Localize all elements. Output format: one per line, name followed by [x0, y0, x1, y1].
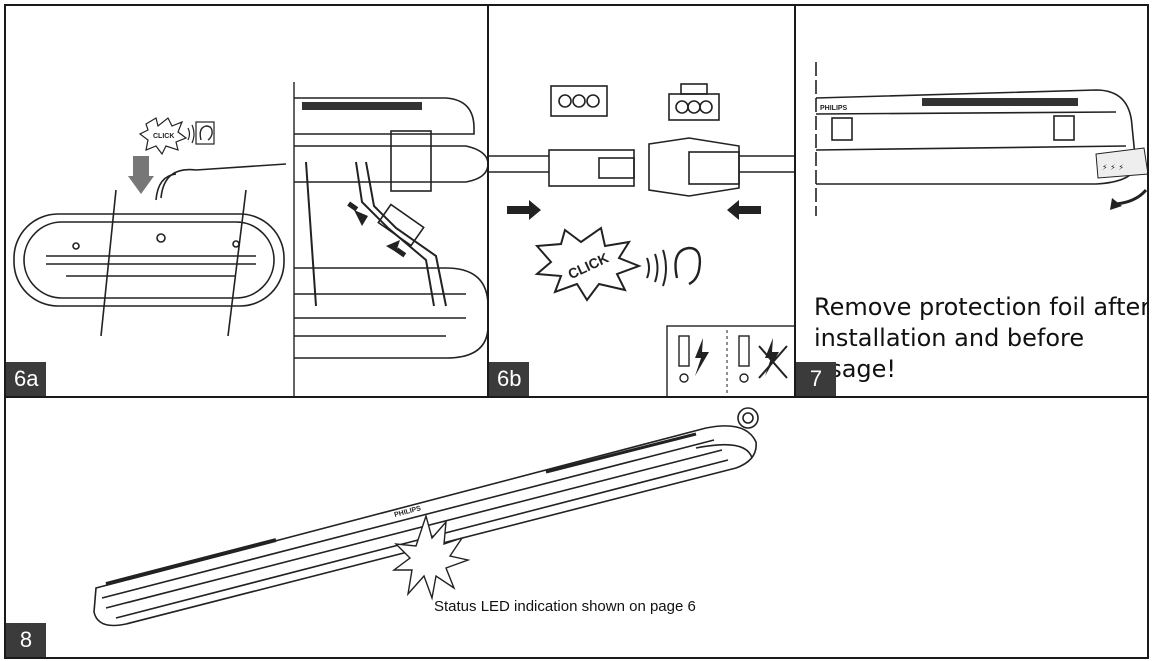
connector-plug-illustration: CLICK: [13, 82, 487, 396]
connector-warning-inset: [666, 325, 794, 396]
protection-foil: ⚡ ⚡ ⚡: [1095, 147, 1147, 179]
step-badge-8: 8: [6, 623, 46, 657]
connector-mating-illustration: CLICK: [489, 83, 794, 396]
down-arrow-icon: [128, 156, 154, 194]
female-connector-face-icon: [550, 85, 608, 117]
click-burst-icon: CLICK: [534, 226, 702, 302]
panel-7: PHILIPS ⚡ ⚡ ⚡ Remove protection foil aft…: [794, 4, 1149, 398]
panel-8: PHILIPS Status LED indication shown on p…: [4, 396, 1149, 659]
panel-6b: CLICK 6b: [487, 4, 796, 398]
foil-removal-illustration: PHILIPS ⚡ ⚡ ⚡: [815, 62, 1147, 216]
status-led-caption: Status LED indication shown on page 6: [434, 598, 696, 615]
step-badge-7: 7: [796, 362, 836, 396]
led-burst-icon: [391, 513, 471, 601]
foil-instruction-text: Remove protection foil after installatio…: [814, 293, 1149, 383]
luminaire-status-led-illustration: PHILIPS: [93, 407, 759, 627]
svg-text:PHILIPS: PHILIPS: [820, 105, 848, 112]
curved-arrow-icon: [1115, 188, 1147, 206]
step-badge-6b: 6b: [489, 362, 530, 396]
arrow-right-icon: [507, 200, 541, 220]
male-connector-face-icon: [668, 83, 720, 121]
panel-6a: CLICK 6a: [4, 4, 489, 398]
arrow-left-icon: [727, 200, 761, 220]
svg-text:CLICK: CLICK: [153, 133, 174, 140]
svg-text:⚡ ⚡ ⚡: ⚡ ⚡ ⚡: [1102, 163, 1124, 172]
click-sound-icon: CLICK: [138, 117, 215, 156]
step-badge-6a: 6a: [6, 362, 47, 396]
